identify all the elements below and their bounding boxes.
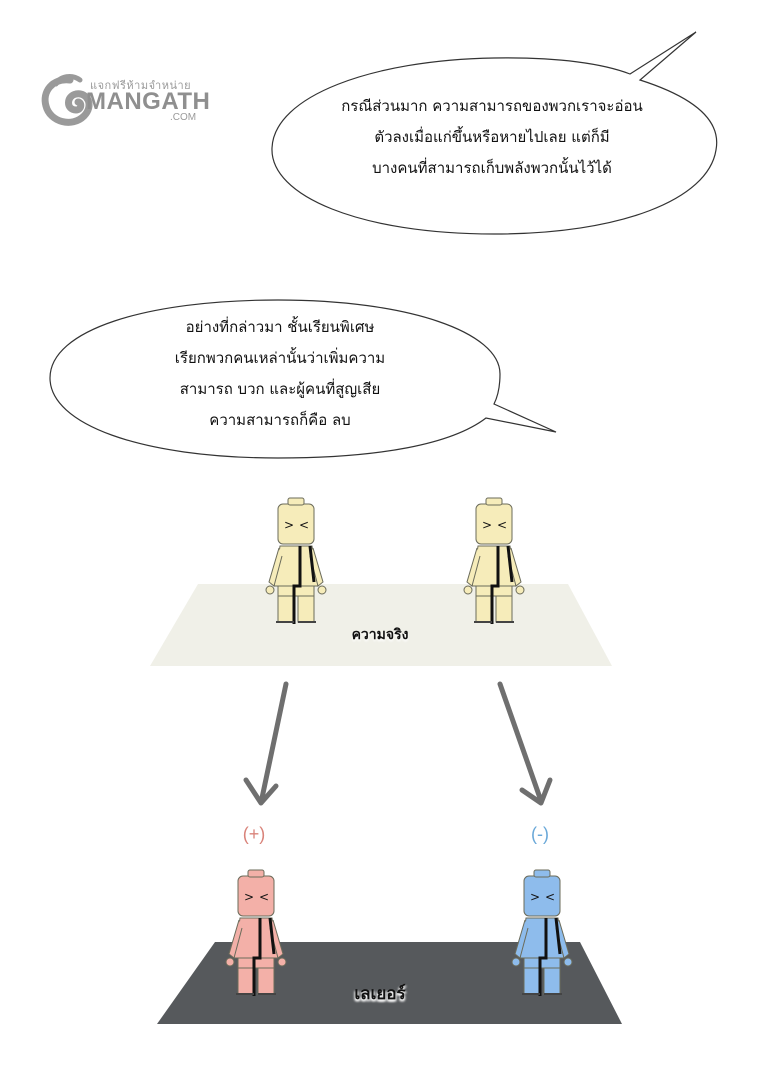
layer-label: เลเยอร์ [354, 984, 406, 1004]
cream-figure-right: >< [463, 497, 525, 624]
minus-sign-label: (-) [531, 824, 549, 844]
arrow-left-down [243, 681, 289, 806]
bubble2-line: อย่างที่กล่าวมา ชั้นเรียนพิเศษ [185, 318, 375, 336]
bubble2-line: ความสามารถก็คือ ลบ [209, 411, 351, 429]
svg-text:<: < [259, 890, 269, 904]
arrow-right-down [497, 681, 553, 806]
bubble2-line: สามารถ บวก และผู้คนที่สูญเสีย [179, 380, 381, 398]
bubble1-line: บางคนที่สามารถเก็บพลังพวกนั้นไว้ได้ [372, 159, 612, 177]
plus-figure: >< [225, 869, 287, 996]
logo-swirl-icon [41, 74, 93, 126]
bubble2-line: เรียกพวกคนเหล่านั้นว่าเพิ่มความ [174, 349, 386, 367]
logo-name: MANGATH [86, 88, 211, 115]
svg-text:<: < [299, 518, 309, 532]
speech-bubble-2-text: อย่างที่กล่าวมา ชั้นเรียนพิเศษ เรียกพวกค… [80, 312, 480, 436]
cream-figure-left: >< [265, 497, 327, 624]
logo-domain: .COM [170, 112, 197, 123]
mangath-logo: แจกฟรีห้ามจำหน่าย MANGATH .COM [38, 66, 218, 136]
svg-text:<: < [497, 518, 507, 532]
speech-bubble-shapes [49, 31, 718, 459]
svg-text:>: > [244, 890, 254, 904]
bubble1-line: ตัวลงเมื่อแก่ขึ้นหรือหายไปเลย แต่ก็มี [374, 128, 610, 146]
svg-text:>: > [482, 518, 492, 532]
svg-text:<: < [545, 890, 555, 904]
speech-bubble-1-shape [271, 31, 718, 235]
svg-text:>: > [530, 890, 540, 904]
reality-layer-diagram: > < >< >< [150, 497, 622, 1024]
reality-label: ความจริง [351, 627, 409, 643]
svg-text:>: > [284, 518, 294, 532]
logo-tagline: แจกฟรีห้ามจำหน่าย [90, 79, 192, 92]
plus-sign-label: (+) [242, 824, 266, 844]
minus-figure: >< [511, 869, 573, 996]
speech-bubble-2-shape [49, 299, 557, 459]
speech-bubble-1-text: กรณีส่วนมาก ความสามารถของพวกเราจะอ่อน ตั… [292, 91, 692, 184]
bubble1-line: กรณีส่วนมาก ความสามารถของพวกเราจะอ่อน [341, 97, 643, 115]
